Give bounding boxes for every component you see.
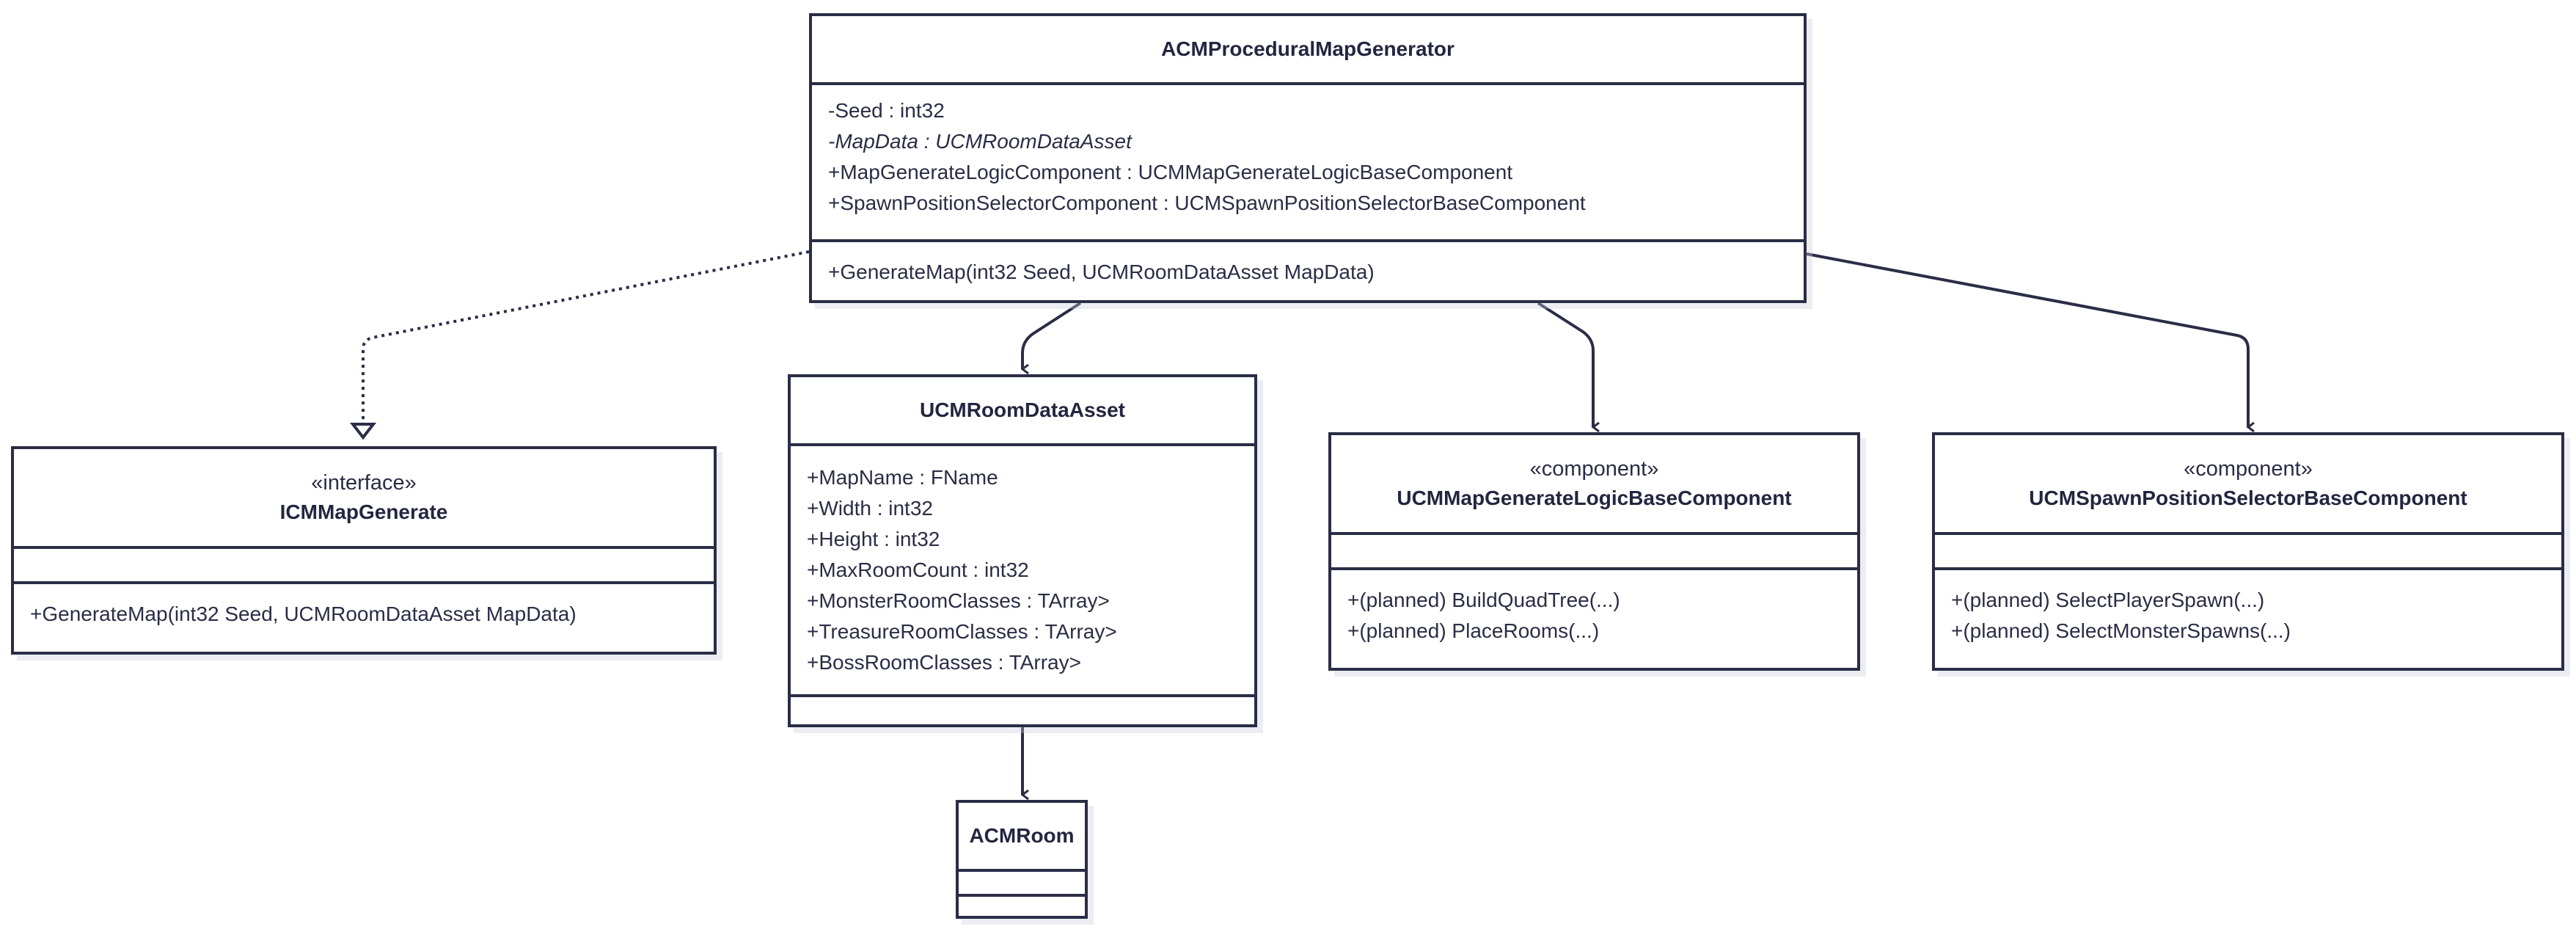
class-header: ACMRoom	[959, 803, 1085, 869]
methods-section: +GenerateMap(int32 Seed, UCMRoomDataAsse…	[14, 581, 714, 652]
attribute-line: +MaxRoomCount : int32	[807, 558, 1029, 581]
edge-generator-to-roomdata	[1021, 302, 1082, 369]
class-name: ACMRoom	[969, 824, 1075, 847]
methods-section	[791, 694, 1254, 724]
method-line: +(planned) BuildQuadTree(...)	[1347, 589, 1620, 611]
realization-triangle-icon	[349, 423, 377, 440]
attributes-section: -Seed : int32 -MapData : UCMRoomDataAsse…	[812, 82, 1804, 239]
class-header: «interface» ICMMapGenerate	[14, 449, 714, 546]
class-header: UCMRoomDataAsset	[791, 377, 1254, 443]
attribute-line: +BossRoomClasses : TArray>	[807, 651, 1081, 674]
class-box-ucmroomdataasset[interactable]: UCMRoomDataAsset +MapName : FName +Width…	[788, 374, 1257, 727]
attribute-line: +SpawnPositionSelectorComponent : UCMSpa…	[828, 192, 1586, 214]
class-name: UCMMapGenerateLogicBaseComponent	[1397, 487, 1792, 509]
attribute-line: +Height : int32	[807, 528, 940, 550]
attributes-section: +MapName : FName +Width : int32 +Height …	[791, 443, 1254, 694]
method-line: +GenerateMap(int32 Seed, UCMRoomDataAsse…	[828, 261, 1375, 283]
method-line: +(planned) PlaceRooms(...)	[1347, 619, 1600, 642]
class-name: ACMProceduralMapGenerator	[1161, 37, 1455, 60]
attributes-section	[1331, 532, 1857, 567]
methods-section: +(planned) BuildQuadTree(...) +(planned)…	[1331, 567, 1857, 668]
class-stereotype: «component»	[2184, 457, 2313, 481]
class-name: ICMMapGenerate	[279, 500, 448, 523]
class-box-acmroom[interactable]: ACMRoom	[956, 800, 1088, 919]
class-box-icmmapgenerate[interactable]: «interface» ICMMapGenerate +GenerateMap(…	[11, 446, 717, 655]
attributes-section	[959, 869, 1085, 894]
methods-section: +(planned) SelectPlayerSpawn(...) +(plan…	[1935, 567, 2561, 668]
class-name: UCMRoomDataAsset	[919, 398, 1126, 421]
attribute-line: -MapData : UCMRoomDataAsset	[828, 130, 1132, 153]
attribute-line: +MapName : FName	[807, 466, 998, 489]
edge-generator-to-interface	[362, 250, 810, 424]
class-header: ACMProceduralMapGenerator	[812, 16, 1804, 82]
class-header: «component» UCMSpawnPositionSelectorBase…	[1935, 435, 2561, 532]
class-name: UCMSpawnPositionSelectorBaseComponent	[2029, 487, 2467, 509]
attribute-line: +TreasureRoomClasses : TArray>	[807, 620, 1117, 643]
methods-section: +GenerateMap(int32 Seed, UCMRoomDataAsse…	[812, 239, 1804, 300]
attributes-section	[14, 546, 714, 581]
class-box-acmproceduralmapgenerator[interactable]: ACMProceduralMapGenerator -Seed : int32 …	[809, 13, 1807, 303]
attribute-line: -Seed : int32	[828, 99, 945, 122]
class-stereotype: «interface»	[311, 471, 417, 495]
edge-generator-to-logic	[1537, 302, 1593, 427]
methods-section	[959, 894, 1085, 916]
attributes-section	[1935, 532, 2561, 567]
attribute-line: +MonsterRoomClasses : TArray>	[807, 589, 1110, 612]
class-header: «component» UCMMapGenerateLogicBaseCompo…	[1331, 435, 1857, 532]
edge-generator-to-spawn	[1806, 252, 2248, 427]
class-box-ucmspawnpositionselectorbasecomponent[interactable]: «component» UCMSpawnPositionSelectorBase…	[1932, 432, 2564, 671]
method-line: +(planned) SelectPlayerSpawn(...)	[1951, 589, 2265, 611]
attribute-line: +Width : int32	[807, 497, 933, 520]
class-box-ucmmapgeneratelogicbasecomponent[interactable]: «component» UCMMapGenerateLogicBaseCompo…	[1328, 432, 1860, 671]
class-stereotype: «component»	[1529, 457, 1659, 481]
method-line: +(planned) SelectMonsterSpawns(...)	[1951, 619, 2291, 642]
method-line: +GenerateMap(int32 Seed, UCMRoomDataAsse…	[30, 602, 577, 625]
attribute-line: +MapGenerateLogicComponent : UCMMapGener…	[828, 161, 1513, 183]
